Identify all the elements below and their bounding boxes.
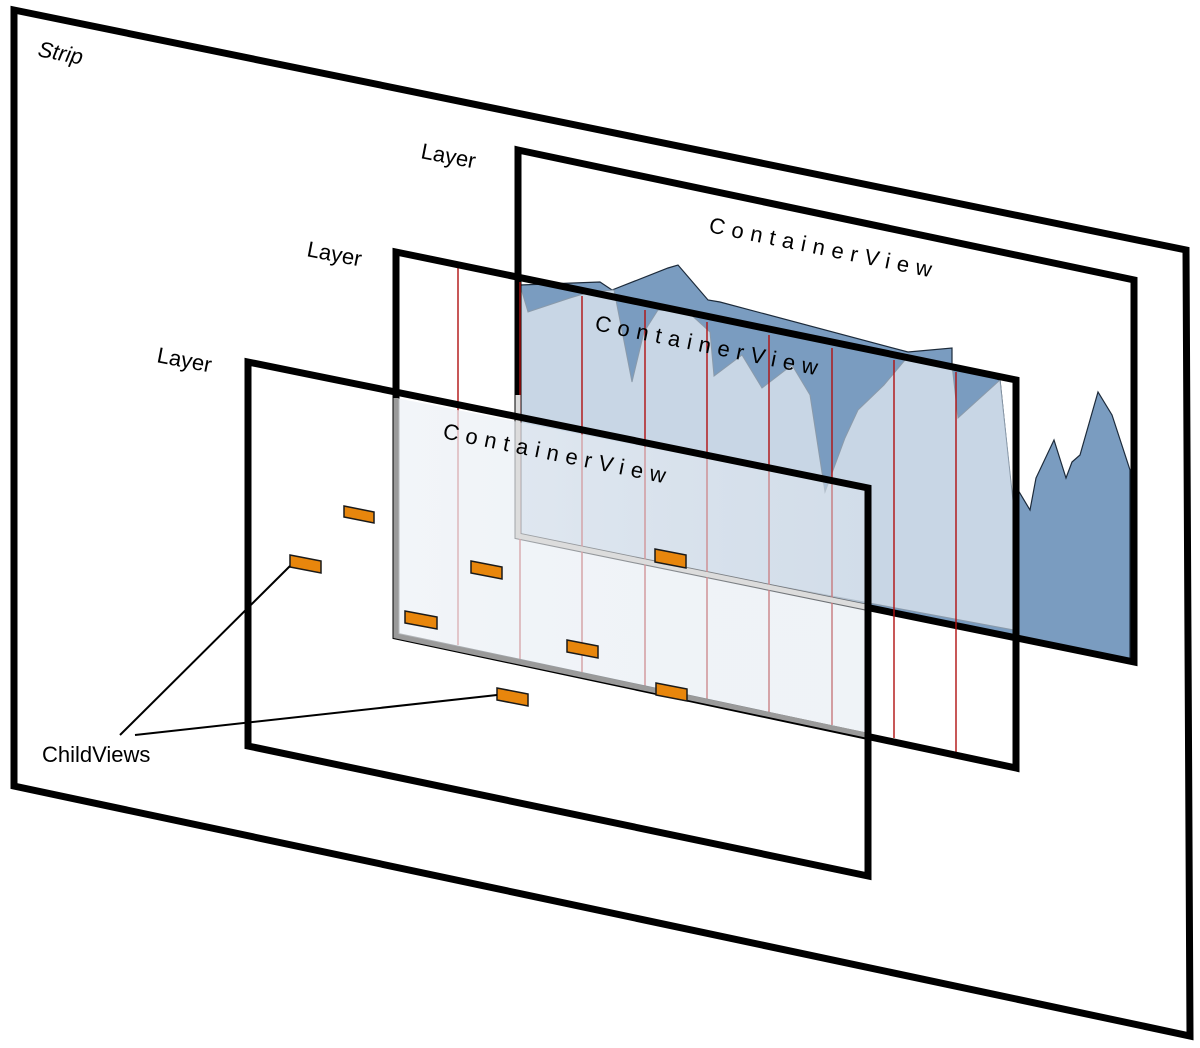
back-container-view-label: ContainerView: [707, 212, 941, 283]
middle-layer-label: Layer: [305, 236, 364, 271]
back-layer-faded-edge: [515, 395, 867, 610]
front-layer-fill: [396, 398, 866, 735]
back-layer-label: Layer: [419, 138, 478, 173]
child-view: [343, 505, 375, 524]
child-views: [289, 505, 688, 707]
child-view: [289, 554, 322, 574]
front-layer-frame: [244, 357, 872, 881]
childviews-callout-lines: [119, 565, 498, 736]
child-view: [655, 682, 688, 702]
child-view: [470, 560, 503, 580]
childviews-label: ChildViews: [42, 742, 150, 767]
front-layer-label: Layer: [155, 342, 214, 377]
strip-frame: [10, 5, 1194, 1041]
child-view: [566, 639, 599, 659]
child-view: [654, 548, 687, 569]
strip-label: Strip: [36, 36, 85, 69]
front-layer-faded-edge: [393, 398, 867, 738]
child-view: [404, 610, 438, 630]
child-view: [496, 687, 529, 707]
